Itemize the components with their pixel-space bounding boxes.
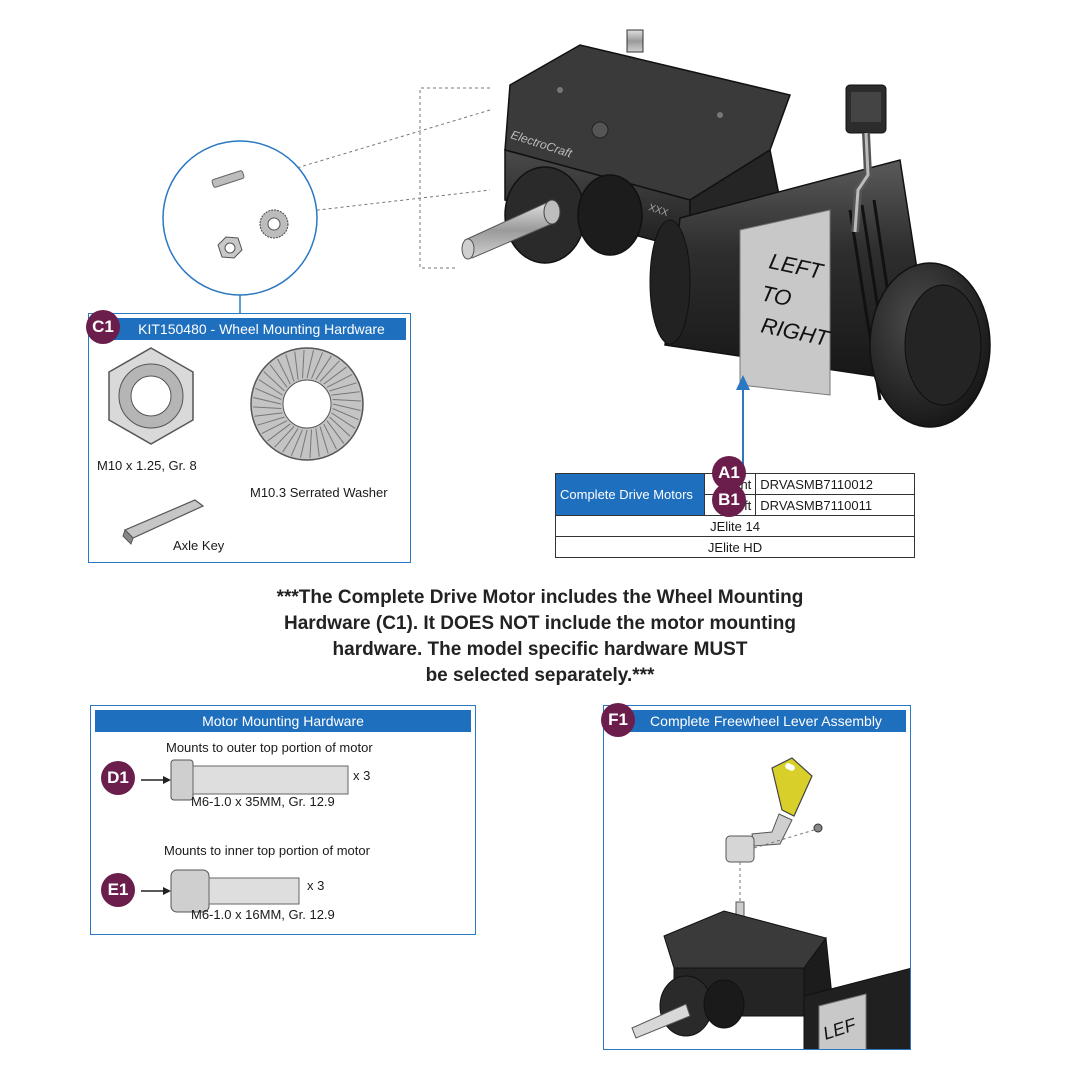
mini-gearbox-icon	[631, 901, 910, 1049]
inclusion-note: ***The Complete Drive Motor includes the…	[140, 585, 940, 689]
washer-serration	[255, 387, 282, 400]
axle-key-icon	[122, 499, 205, 545]
washer-serration	[258, 379, 283, 396]
nut-label: M10 x 1.25, Gr. 8	[97, 458, 197, 473]
washer-serration	[332, 403, 361, 411]
serrated-washer-icon	[250, 347, 364, 461]
note-line-3: hardware. The model specific hardware MU…	[332, 639, 748, 660]
washer-serration	[329, 382, 357, 392]
washer-serration	[300, 429, 308, 458]
freewheel-lever-panel: Complete Freewheel Lever Assembly LEF	[603, 705, 911, 1050]
part-name-cell: Complete Drive Motors	[555, 473, 705, 516]
washer-serration	[306, 350, 314, 379]
washer-label: M10.3 Serrated Washer	[250, 485, 388, 500]
washer-serration	[282, 428, 299, 453]
wheel-hardware-title: KIT150480 - Wheel Mounting Hardware	[93, 318, 406, 340]
callout-b1: B1	[712, 483, 746, 517]
motor-pointer-arrow	[736, 375, 750, 472]
washer-serration	[274, 426, 295, 448]
callout-e1: E1	[101, 873, 135, 907]
callout-a1: A1	[712, 456, 746, 490]
e1-quantity: x 3	[307, 878, 325, 893]
callout-d1: D1	[101, 761, 135, 795]
washer-serration	[290, 429, 303, 456]
washer-serration	[261, 420, 288, 434]
d1-description: Mounts to outer top portion of motor	[166, 740, 373, 755]
washer-serration	[332, 408, 359, 421]
washer-serration	[267, 423, 291, 442]
washer-serration	[311, 352, 324, 379]
motor-connector	[845, 84, 887, 233]
motor-label-line2: TO	[759, 280, 794, 311]
motor-mounting-hardware-panel: Motor Mounting Hardware Mounts to outer …	[90, 705, 476, 935]
washer-serration	[329, 416, 351, 437]
e1-bolt-icon	[141, 869, 300, 913]
motor-cylinder	[649, 159, 991, 428]
axle-key-label: Axle Key	[173, 538, 225, 553]
freewheel-title: Complete Freewheel Lever Assembly	[608, 710, 906, 732]
wheel-mounting-hardware-panel: KIT150480 - Wheel Mounting Hardware M10 …	[88, 313, 411, 563]
table-row: JElite HD	[555, 536, 915, 558]
washer-serration	[294, 351, 299, 380]
e1-description: Mounts to inner top portion of motor	[164, 843, 370, 858]
washer-serration	[315, 428, 320, 457]
c1-zoom-circle	[162, 140, 318, 313]
note-line-2: Hardware (C1). It DOES NOT include the m…	[284, 613, 796, 634]
part-number-left[interactable]: DRVASMB7110011	[755, 494, 915, 516]
model-cell-1: JElite 14	[555, 515, 915, 537]
washer-serration	[331, 412, 356, 429]
motor-mounting-title: Motor Mounting Hardware	[95, 710, 471, 732]
washer-serration	[301, 350, 305, 379]
washer-serration	[319, 426, 329, 454]
washer-serration	[315, 355, 332, 380]
washer-serration	[285, 354, 295, 382]
callout-c1: C1	[86, 310, 120, 344]
table-row: JElite 14	[555, 515, 915, 537]
d1-quantity: x 3	[353, 768, 371, 783]
washer-serration	[332, 398, 361, 402]
washer-serration	[326, 374, 353, 388]
washer-serration	[323, 366, 347, 385]
washer-serration	[277, 358, 291, 385]
washer-serration	[253, 397, 282, 405]
washer-serration	[326, 420, 345, 444]
washer-serration	[323, 423, 337, 450]
washer-serration	[253, 406, 282, 410]
note-line-1: ***The Complete Drive Motor includes the…	[276, 587, 804, 608]
washer-serration	[309, 429, 313, 458]
part-number-right[interactable]: DRVASMB7110012	[755, 473, 915, 495]
callout-f1: F1	[601, 703, 635, 737]
model-cell-2: JElite HD	[555, 536, 915, 558]
note-line-4: be selected separately.***	[425, 665, 655, 686]
freewheel-lever-illustration	[631, 757, 910, 1049]
hex-nut-icon	[108, 347, 194, 445]
e1-spec: M6-1.0 x 16MM, Gr. 12.9	[191, 907, 335, 922]
washer-serration	[319, 360, 340, 382]
lever-icon	[725, 757, 823, 904]
washer-serration	[257, 416, 285, 426]
axle-output	[461, 166, 643, 264]
washer-serration	[263, 371, 285, 392]
washer-serration	[331, 391, 360, 396]
washer-serration	[269, 364, 288, 388]
d1-bolt-icon	[141, 759, 349, 801]
d1-spec: M6-1.0 x 35MM, Gr. 12.9	[191, 794, 335, 809]
washer-serration	[254, 412, 283, 417]
